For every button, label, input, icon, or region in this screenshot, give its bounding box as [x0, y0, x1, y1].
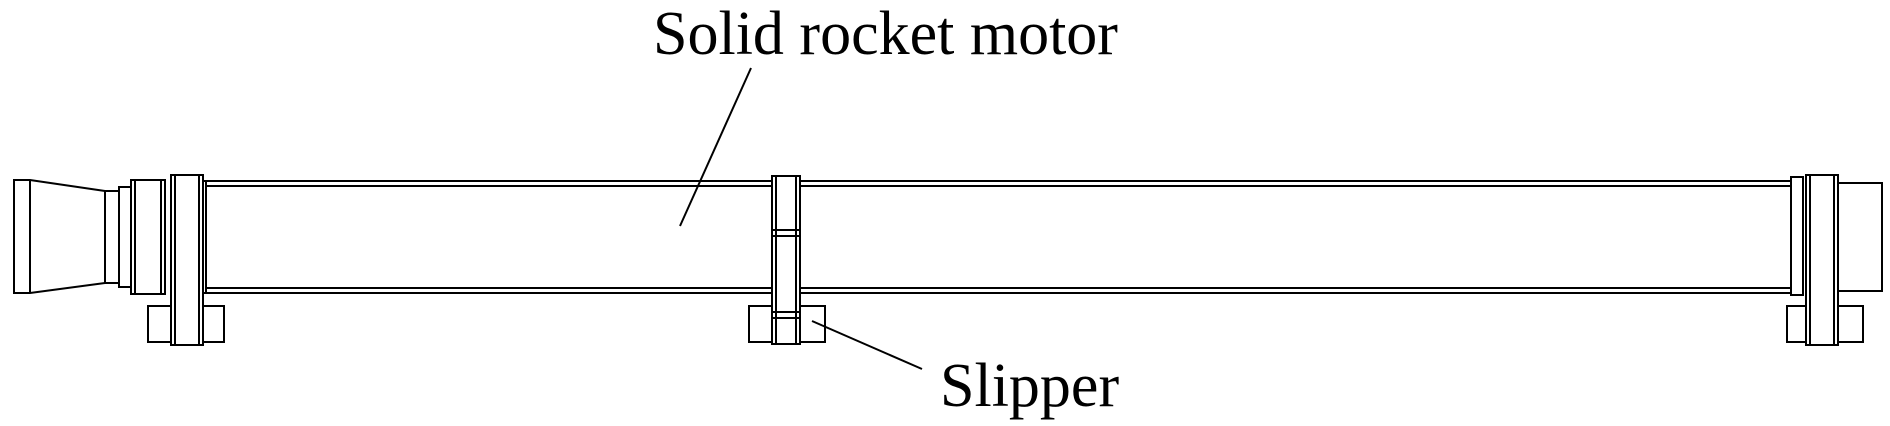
middle-clamp [748, 175, 826, 345]
left-clamp [147, 174, 225, 346]
slipper-leader-line [811, 320, 923, 370]
nozzle [13, 179, 166, 295]
motor-tube [205, 180, 1793, 294]
slipper-label: Slipper [940, 352, 1119, 420]
motor-label: Solid rocket motor [653, 0, 1118, 68]
right-clamp [1786, 174, 1883, 346]
motor-leader-line [679, 67, 752, 227]
